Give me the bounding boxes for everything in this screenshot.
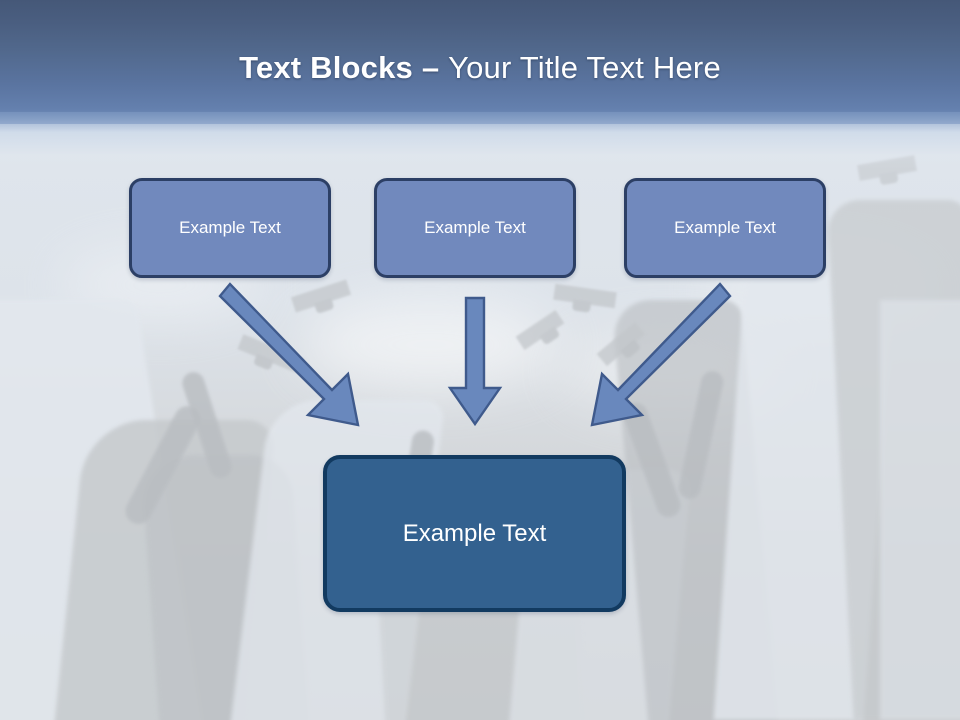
page-title-strong: Text Blocks [239, 50, 422, 85]
page-title: Text Blocks – Your Title Text Here [0, 50, 960, 86]
arrow-left-shape [218, 282, 360, 427]
top-box-2-label: Example Text [424, 218, 526, 237]
page-title-normal: Your Title Text Here [448, 50, 721, 85]
top-box-3[interactable]: Example Text [624, 178, 826, 278]
bottom-box-label: Example Text [402, 519, 547, 547]
arrow-right[interactable] [582, 282, 732, 427]
header-band [0, 0, 960, 124]
page-title-separator: – [421, 50, 449, 85]
cloud-shape [300, 300, 560, 390]
arrow-middle[interactable] [447, 296, 503, 427]
header-fade [0, 112, 960, 170]
graduate-gown [880, 300, 960, 720]
bottom-box[interactable]: Example Text [323, 455, 626, 612]
top-box-1-label: Example Text [179, 218, 281, 237]
top-box-1[interactable]: Example Text [129, 178, 331, 278]
top-box-2[interactable]: Example Text [374, 178, 576, 278]
arrow-right-shape [590, 282, 732, 427]
arrow-middle-shape [447, 296, 503, 427]
arrow-left[interactable] [218, 282, 368, 427]
top-box-3-label: Example Text [674, 218, 776, 237]
